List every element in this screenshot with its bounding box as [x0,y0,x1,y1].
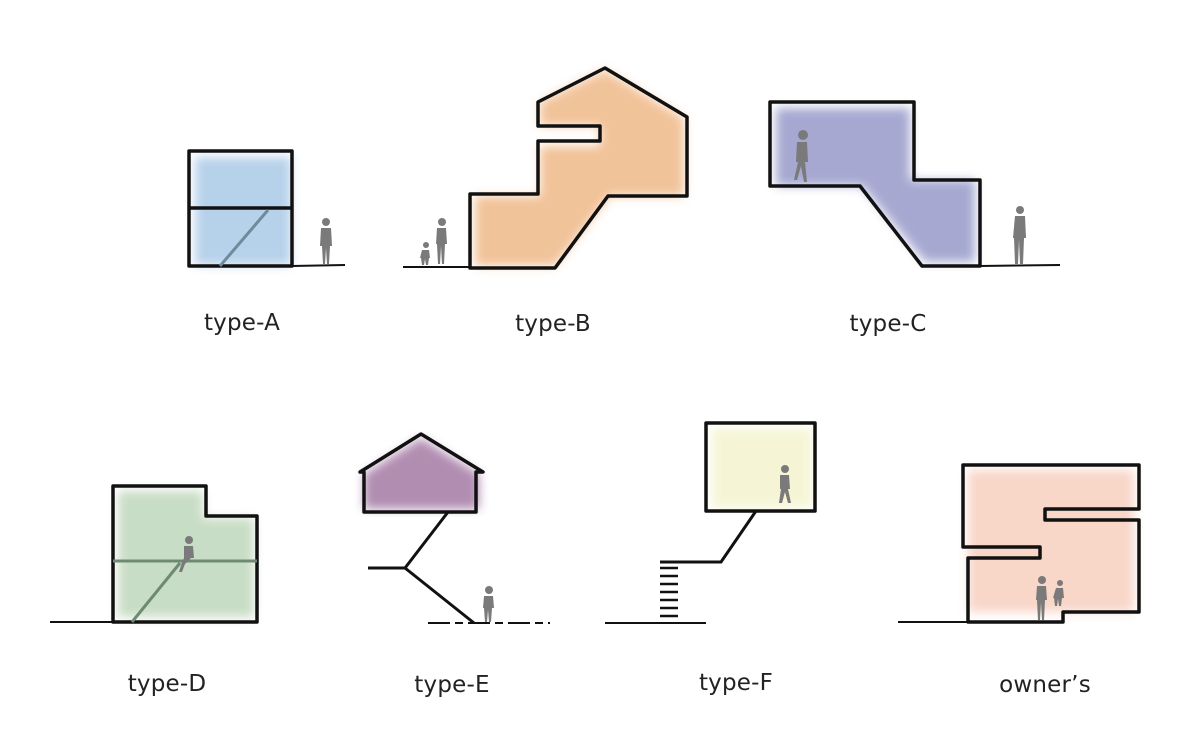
type-e-section [358,432,550,625]
type-d-stair-line [130,562,182,623]
label-type-a: type-A [203,310,281,336]
type-f-person-figure [779,465,791,503]
label-owners: owner’s [999,672,1091,698]
type-a-person-figure [320,218,332,264]
type-a-stair-line [218,209,270,267]
type-f-outline [704,421,817,513]
owners-adult-figure [1036,576,1047,620]
type-a-ground-line [291,264,346,267]
type-b-outline [468,66,689,270]
type-a-fill [195,157,291,265]
label-type-e: type-E [414,672,490,698]
type-c-fill [776,108,975,262]
label-type-f: type-F [698,670,774,696]
owners-section [898,463,1141,624]
type-e-person-figure [483,586,494,622]
type-b-section [403,66,689,270]
type-f-stair-line [660,510,758,564]
type-b-fill [475,70,684,266]
type-b-child-figure [420,242,430,265]
owners-outline [961,463,1141,624]
label-type-b: type-B [515,311,591,337]
type-c-inside-person-figure [794,130,808,182]
type-c-ground-line [979,264,1061,267]
type-b-adult-figure [436,218,447,264]
type-f-section [605,421,817,624]
type-d-section [50,484,259,624]
type-c-section [768,100,1061,268]
owners-fill [968,470,1134,612]
type-d-sitting-person-figure [179,536,194,572]
label-type-d: type-D [127,671,207,697]
type-e-stair-line [368,511,450,570]
type-e-outline [358,432,485,514]
type-a-section [187,149,346,268]
type-f-fill [712,428,812,508]
type-f-ladder [660,566,678,618]
owners-child-figure [1053,580,1064,606]
type-c-outside-person-figure [1013,206,1026,264]
type-e-fill [364,438,479,509]
label-type-c: type-C [849,311,927,337]
type-e-stair-lower-line [404,566,475,625]
